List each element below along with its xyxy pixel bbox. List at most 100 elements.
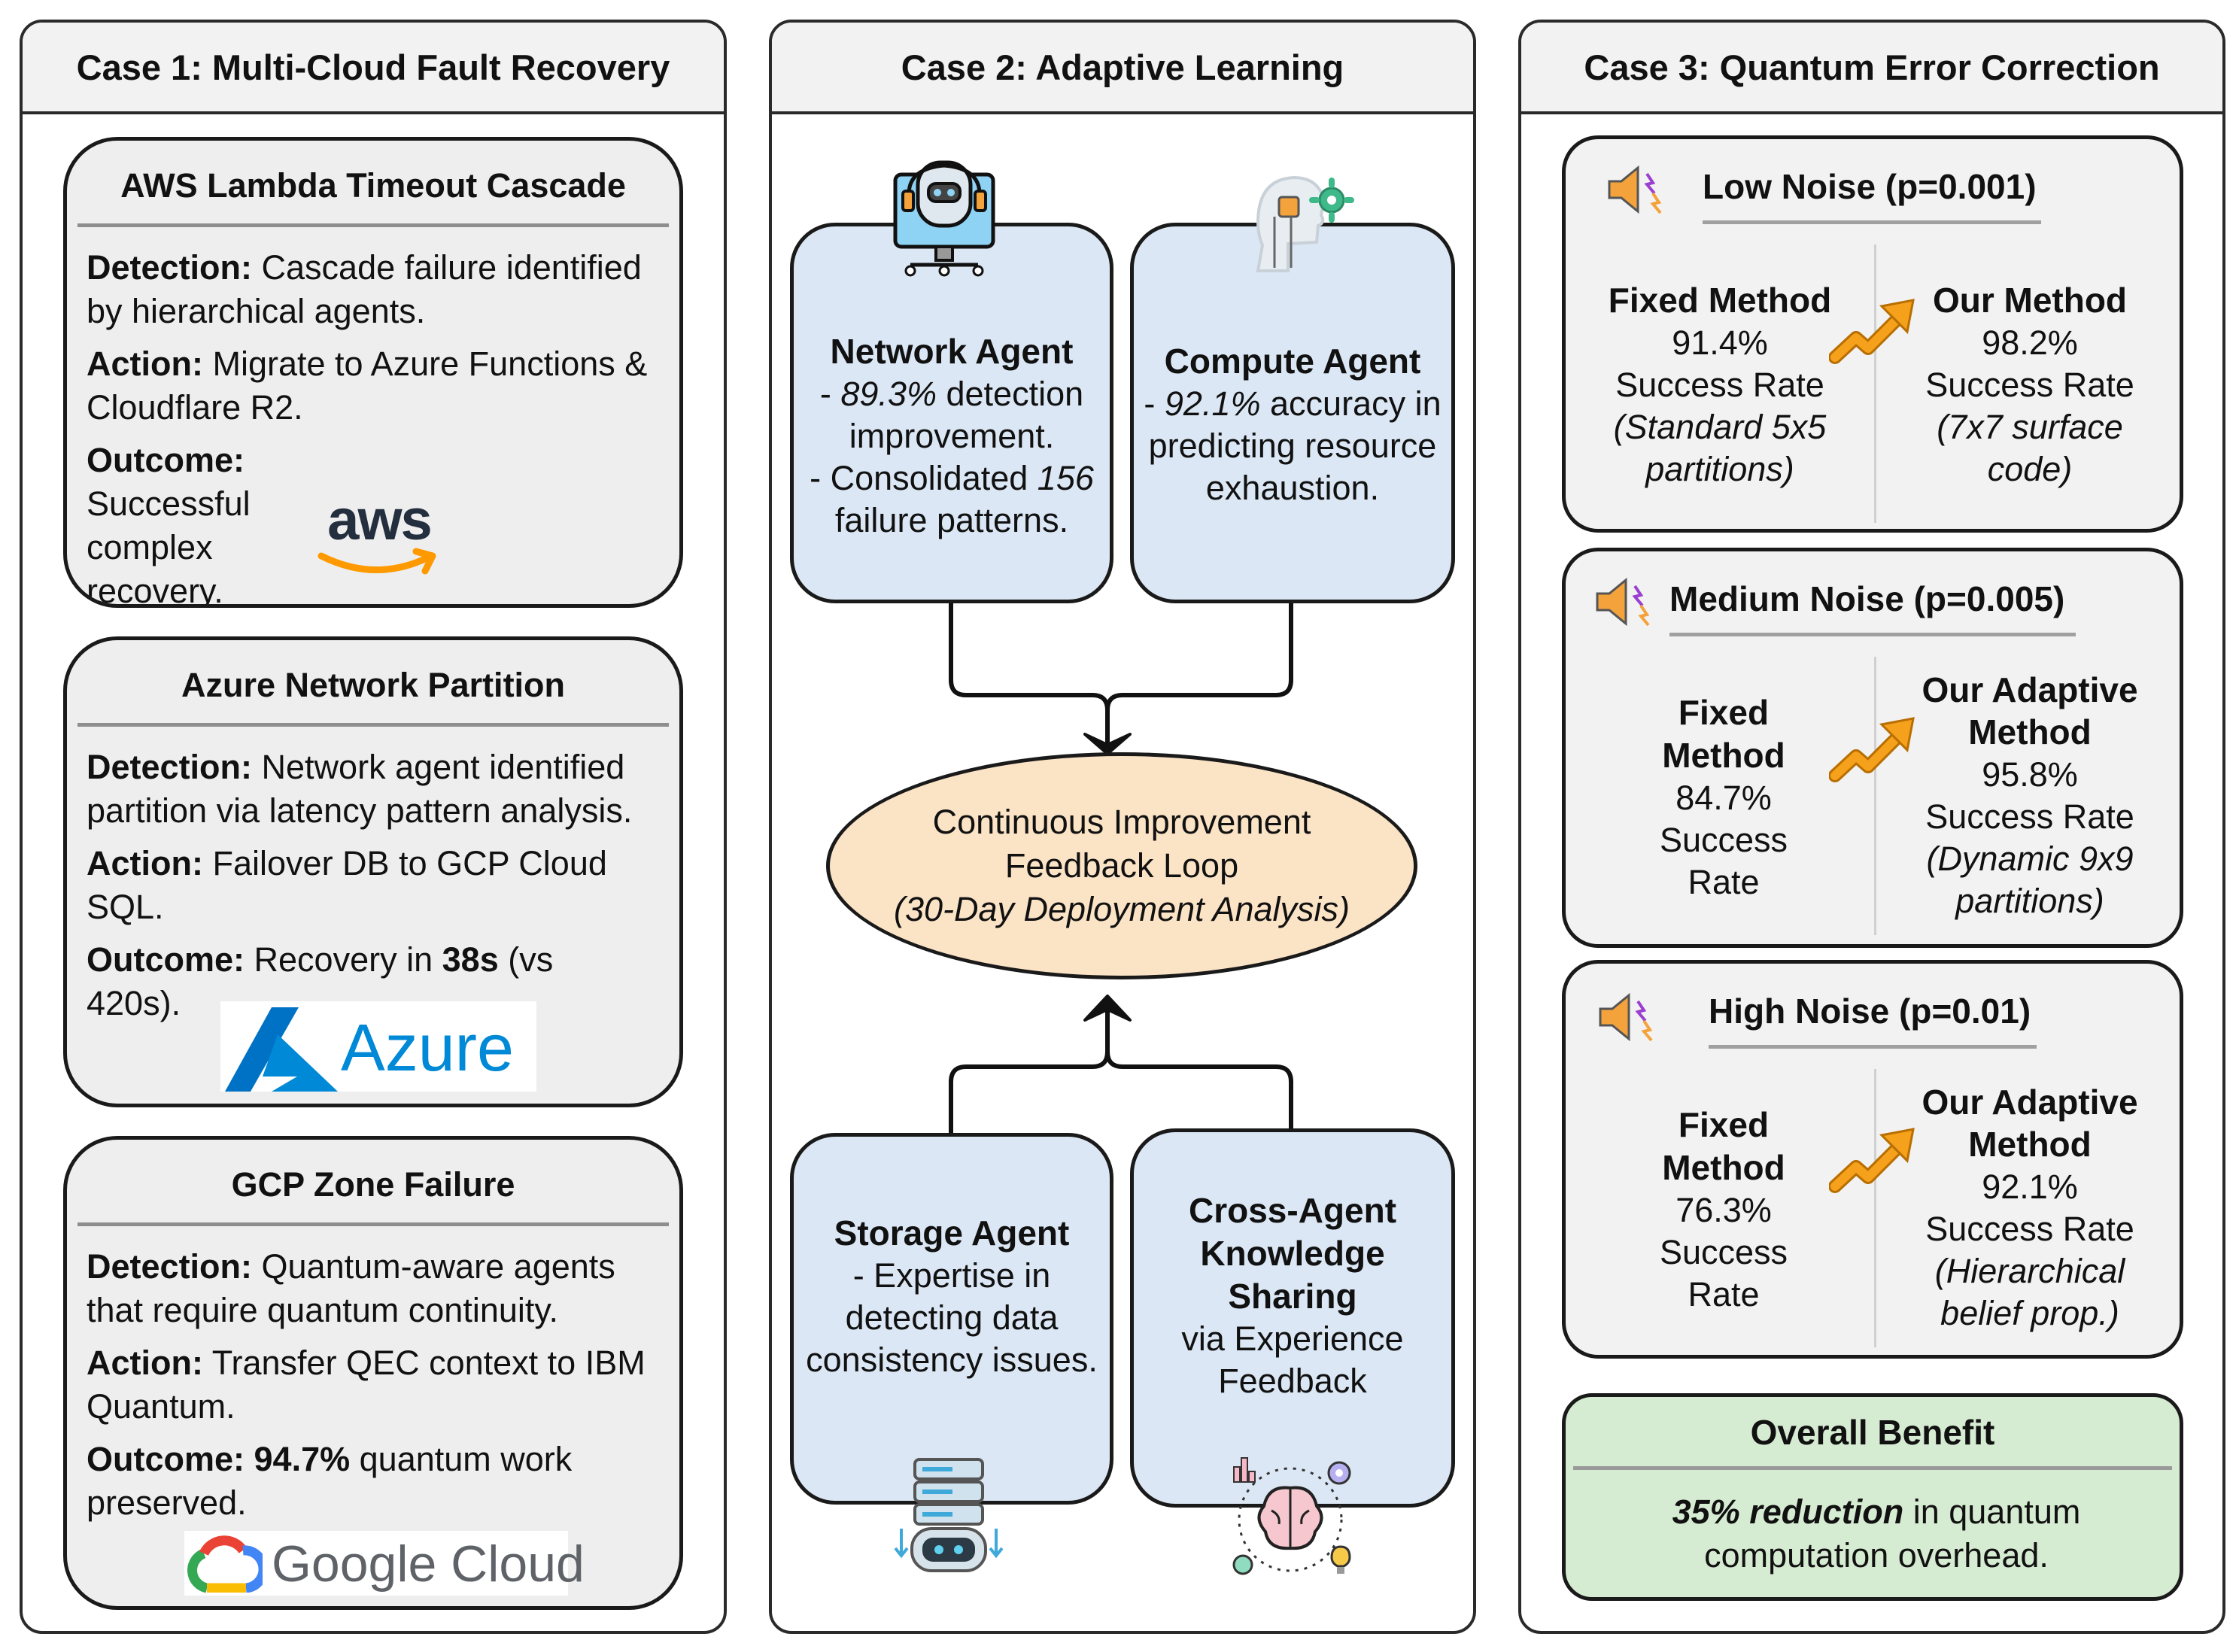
low-noise-our-value: 98.2% — [1982, 323, 2078, 362]
azure-logo-icon — [225, 1007, 338, 1092]
high-noise-divider — [1874, 1069, 1876, 1347]
feedback-loop-line3: (30-Day Deployment Analysis) — [893, 890, 1350, 928]
high-noise-fixed-title: Fixed Method — [1662, 1105, 1785, 1187]
azure-logo: Azure — [220, 1001, 536, 1092]
network-agent-title: Network Agent — [830, 331, 1074, 371]
overall-benefit-title: Overall Benefit — [1750, 1413, 1995, 1452]
medium-noise-divider — [1874, 657, 1876, 935]
low-noise-fixed-label: Success Rate — [1615, 366, 1824, 404]
arrow-down-icon — [1083, 733, 1132, 755]
connector-lines — [949, 603, 1293, 1133]
overall-benefit-bold: 35% reduction — [1672, 1493, 1904, 1531]
network-agent-card: Network Agent - 89.3% detection improvem… — [790, 223, 1113, 603]
google-cloud-logo: Google Cloud — [184, 1531, 585, 1596]
low-noise-card: Low Noise (p=0.001) Fixed Method 91.4% S… — [1562, 135, 2183, 533]
storage-agent-text: Storage Agent - Expertise in detecting d… — [794, 1212, 1110, 1426]
compute-agent-text: Compute Agent - 92.1% accuracy in predic… — [1134, 317, 1451, 509]
azure-logo-text: Azure — [341, 1010, 514, 1085]
cross-agent-card: Cross-Agent Knowledge Sharing via Experi… — [1130, 1128, 1455, 1508]
aws-logo: aws — [315, 488, 443, 585]
low-noise-fixed-title: Fixed Method — [1608, 281, 1832, 320]
network-agent-robot-icon — [893, 160, 995, 277]
compute-agent-title: Compute Agent — [1164, 341, 1421, 381]
high-noise-fixed-col: Fixed Method 76.3% Success Rate — [1648, 1104, 1799, 1316]
gcp-action: Action: Transfer QEC context to IBM Quan… — [87, 1344, 646, 1426]
storage-agent-title: Storage Agent — [834, 1213, 1070, 1253]
feedback-loop-text: Continuous Improvement Feedback Loop (30… — [894, 800, 1350, 931]
aws-outcome: Outcome: Successful complex recovery. — [87, 441, 251, 608]
low-noise-our-note: (7x7 surface code) — [1937, 408, 2123, 488]
aws-card-body: Detection: Cascade failure identified by… — [87, 246, 673, 608]
gcp-detection: Detection: Quantum-aware agents that req… — [87, 1247, 615, 1329]
azure-action: Action: Failover DB to GCP Cloud SQL. — [87, 844, 607, 926]
storage-agent-server-icon — [894, 1458, 1004, 1572]
low-noise-title: Low Noise (p=0.001) — [1703, 167, 2037, 206]
google-cloud-icon — [187, 1535, 263, 1593]
low-noise-speaker-icon — [1608, 165, 1662, 214]
medium-noise-improvement-arrow-icon — [1829, 717, 1915, 782]
high-noise-fixed-label: Success Rate — [1659, 1233, 1788, 1313]
overall-benefit-desc: in quantum computation overhead. — [1704, 1493, 2081, 1575]
aws-smile-icon — [317, 548, 436, 575]
google-cloud-logo-text: Google Cloud — [272, 1535, 585, 1593]
cross-agent-brain-icon — [1232, 1457, 1351, 1575]
network-agent-line2: - Consolidated 156 failure patterns. — [810, 458, 1094, 539]
overall-benefit-card: Overall Benefit 35% reduction in quantum… — [1562, 1393, 2183, 1601]
cross-agent-text: Cross-Agent Knowledge Sharing via Experi… — [1134, 1189, 1451, 1447]
high-noise-title: High Noise (p=0.01) — [1709, 992, 2031, 1031]
medium-noise-our-note: (Dynamic 9x9 partitions) — [1926, 840, 2134, 920]
high-noise-fixed-value: 76.3% — [1675, 1191, 1772, 1229]
azure-detection: Detection: Network agent identified part… — [87, 748, 633, 830]
storage-agent-card: Storage Agent - Expertise in detecting d… — [790, 1133, 1113, 1505]
high-noise-speaker-icon — [1599, 992, 1653, 1042]
medium-noise-fixed-col: Fixed Method 84.7% Success Rate — [1648, 691, 1799, 903]
medium-noise-card: Medium Noise (p=0.005) Fixed Method 84.7… — [1562, 548, 2183, 948]
low-noise-divider — [1874, 244, 1876, 523]
low-noise-fixed-value: 91.4% — [1672, 323, 1768, 362]
low-noise-fixed-col: Fixed Method 91.4% Success Rate (Standar… — [1596, 279, 1844, 490]
medium-noise-our-col: Our Adaptive Method 95.8% Success Rate (… — [1891, 669, 2169, 922]
medium-noise-our-value: 95.8% — [1982, 755, 2078, 794]
high-noise-improvement-arrow-icon — [1829, 1128, 1915, 1193]
aws-detection: Detection: Cascade failure identified by… — [87, 248, 642, 330]
high-noise-our-label: Success Rate — [1925, 1210, 2134, 1248]
gcp-card-title: GCP Zone Failure — [231, 1165, 515, 1204]
azure-outcome: Outcome: Recovery in 38s (vs 420s). — [87, 940, 554, 1022]
gcp-card: GCP Zone Failure Detection: Quantum-awar… — [63, 1136, 683, 1610]
network-agent-line1: - 89.3% detection improvement. — [819, 374, 1084, 455]
low-noise-improvement-arrow-icon — [1829, 299, 1915, 364]
storage-agent-desc: - Expertise in detecting data consistenc… — [806, 1256, 1098, 1379]
medium-noise-title: Medium Noise (p=0.005) — [1669, 579, 2065, 618]
aws-action: Action: Migrate to Azure Functions & Clo… — [87, 345, 648, 427]
case3-title: Case 3: Quantum Error Correction — [1521, 23, 2222, 114]
aws-card-rule — [77, 223, 669, 227]
high-noise-our-value: 92.1% — [1982, 1168, 2078, 1206]
cross-agent-title: Cross-Agent Knowledge Sharing — [1188, 1190, 1397, 1316]
gcp-card-rule — [77, 1222, 669, 1226]
cross-agent-desc: via Experience Feedback — [1181, 1319, 1404, 1400]
aws-logo-text: aws — [327, 488, 433, 552]
network-agent-text: Network Agent - 89.3% detection improvem… — [794, 285, 1110, 542]
case2-title: Case 2: Adaptive Learning — [772, 23, 1473, 114]
azure-card: Azure Network Partition Detection: Netwo… — [63, 636, 683, 1107]
azure-card-title: Azure Network Partition — [181, 666, 566, 704]
medium-noise-our-title: Our Adaptive Method — [1922, 670, 2138, 752]
high-noise-our-col: Our Adaptive Method 92.1% Success Rate (… — [1891, 1081, 2169, 1335]
compute-agent-line: - 92.1% accuracy in predicting resource … — [1144, 384, 1442, 507]
overall-benefit-rule — [1573, 1466, 2172, 1470]
gcp-outcome: Outcome: 94.7% quantum work preserved. — [87, 1440, 573, 1522]
arrow-up-icon — [1083, 995, 1132, 1022]
medium-noise-speaker-icon — [1596, 577, 1650, 627]
feedback-loop-line1: Continuous Improvement — [932, 803, 1311, 841]
overall-benefit-text: 35% reduction in quantum computation ove… — [1633, 1490, 2119, 1578]
gcp-card-body: Detection: Quantum-aware agents that req… — [87, 1245, 673, 1534]
high-noise-rule — [1709, 1045, 2037, 1049]
medium-noise-fixed-title: Fixed Method — [1662, 693, 1785, 775]
aws-card: AWS Lambda Timeout Cascade Detection: Ca… — [63, 137, 683, 608]
high-noise-our-note: (Hierarchical belief prop.) — [1934, 1252, 2125, 1332]
azure-card-body: Detection: Network agent identified part… — [87, 746, 679, 1034]
aws-card-title: AWS Lambda Timeout Cascade — [120, 166, 626, 205]
medium-noise-our-label: Success Rate — [1925, 797, 2134, 836]
compute-agent-head-gear-icon — [1256, 175, 1354, 272]
low-noise-our-col: Our Method 98.2% Success Rate (7x7 surfa… — [1891, 279, 2169, 490]
